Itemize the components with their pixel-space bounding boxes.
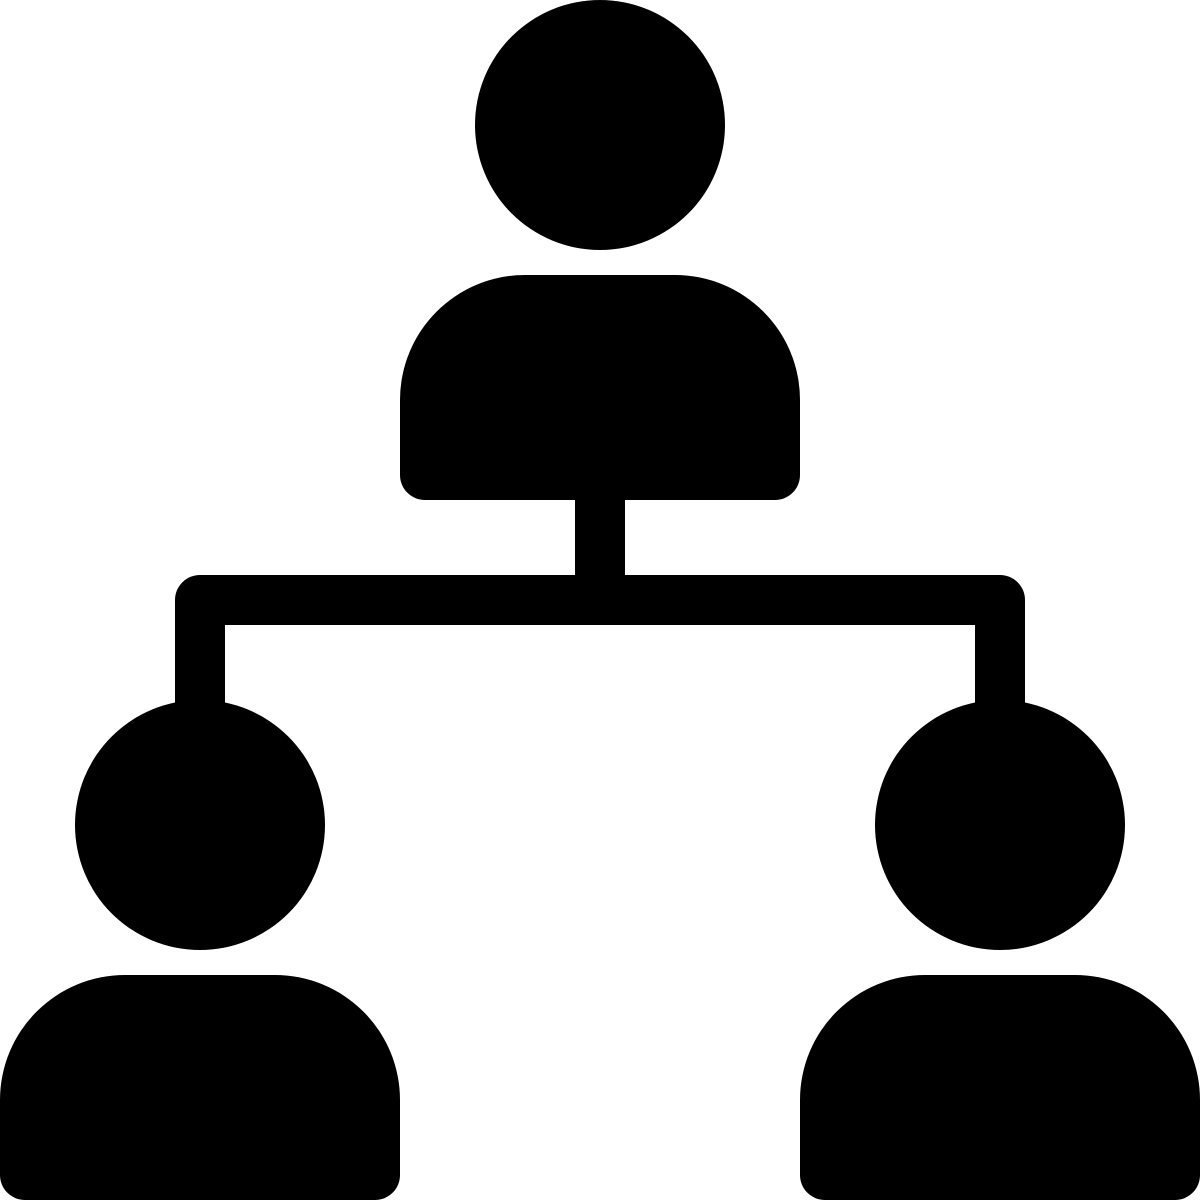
- connector-left-drop: [175, 620, 225, 710]
- connector-bar: [175, 575, 1025, 625]
- person-bottom-right-head: [875, 700, 1125, 950]
- org-chart-connector: [175, 495, 1025, 710]
- person-bottom-left-icon: [0, 700, 400, 1200]
- connector-right-drop: [975, 620, 1025, 710]
- person-top-icon: [400, 0, 800, 500]
- person-bottom-right-body: [800, 975, 1200, 1200]
- person-bottom-left-body: [0, 975, 400, 1200]
- person-top-body: [400, 275, 800, 500]
- person-bottom-right-icon: [800, 700, 1200, 1200]
- person-top-head: [475, 0, 725, 250]
- person-bottom-left-head: [75, 700, 325, 950]
- connector-stem: [575, 495, 625, 580]
